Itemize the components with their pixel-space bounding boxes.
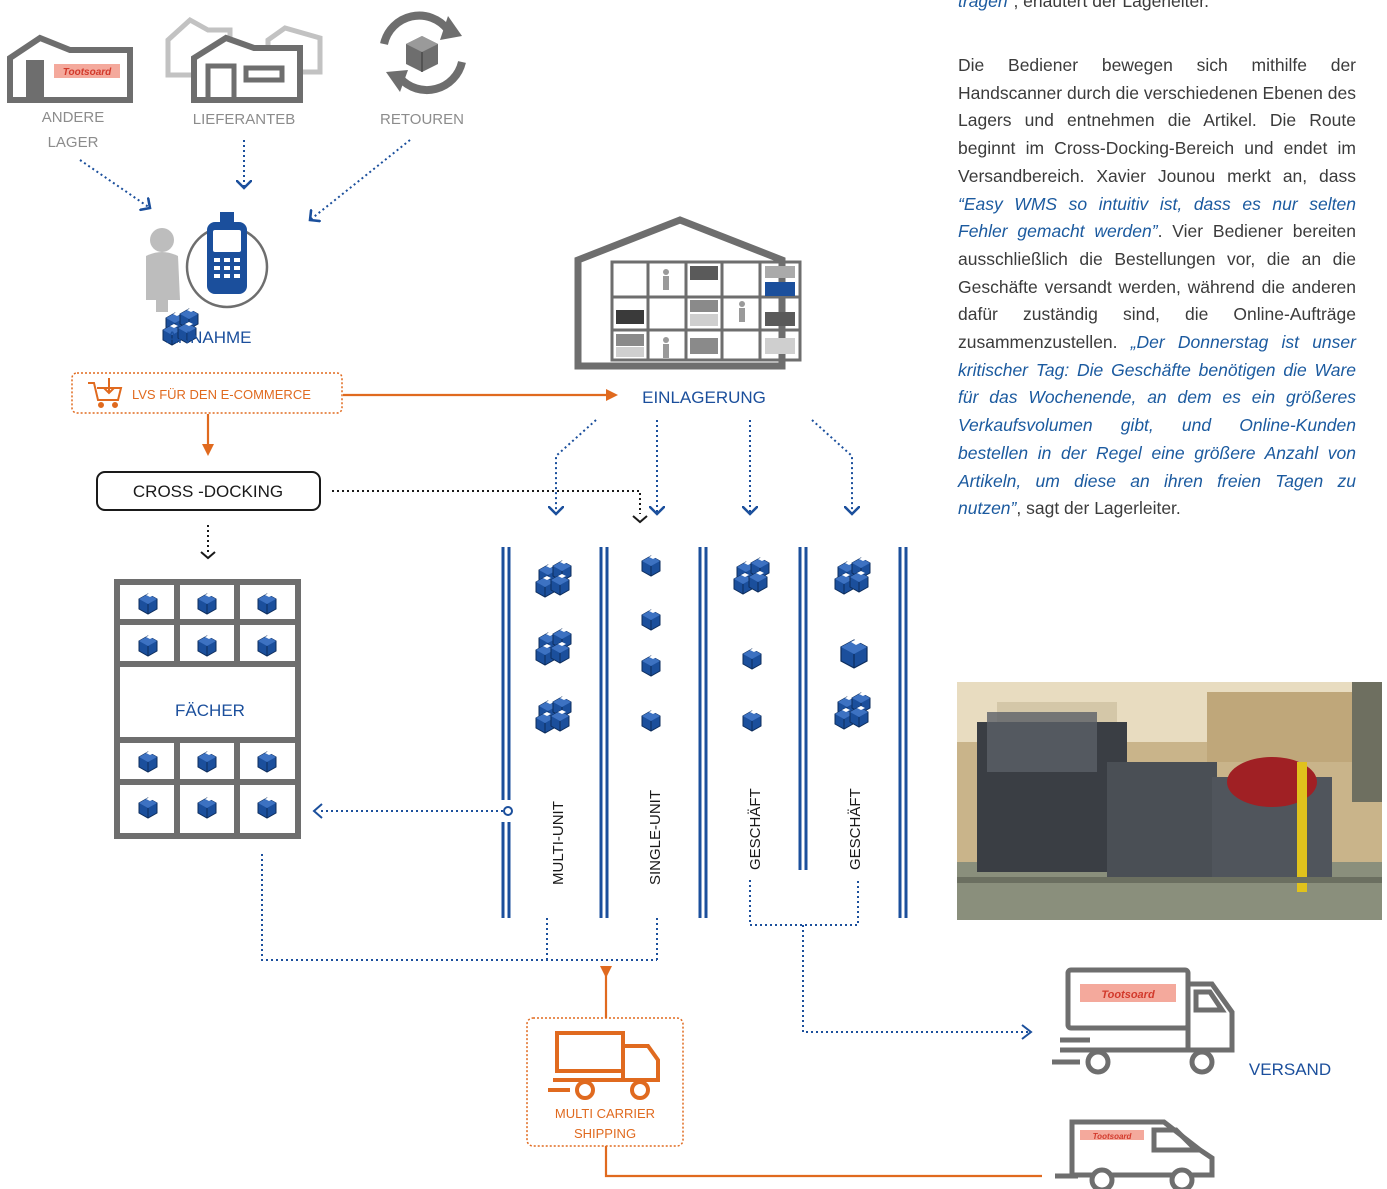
label-other-warehouse-line2: LAGER <box>48 134 99 151</box>
delivery-van-icon <box>1055 1119 1215 1189</box>
label-storage: EINLAGERUNG <box>642 388 766 407</box>
storage-building-icon <box>574 216 802 370</box>
storage-to-lanes-arrows <box>556 419 852 514</box>
article-quote-1: “Easy WMS so intuitiv ist, dass es nur s… <box>958 193 1356 242</box>
label-multi-carrier-line1: MULTI CARRIER <box>555 1106 655 1121</box>
lane-boxes <box>536 554 870 733</box>
article-text: Die Bediener bewegen sich mithilfe der H… <box>958 52 1356 523</box>
other-warehouse-icon: Tootsoard <box>7 34 133 103</box>
article-text-3: , sagt der Lagerleiter. <box>1016 498 1181 519</box>
bottom-flow-lines <box>261 854 1028 1033</box>
label-suppliers: LIEFERANTEB <box>193 111 296 128</box>
article-text-1: Die Bediener bewegen sich mithilfe der H… <box>958 55 1356 186</box>
lane-separators <box>501 547 908 918</box>
lead-rest: , erläutert der Lagerleiter. <box>1013 0 1209 11</box>
label-cross-docking: CROSS -DOCKING <box>133 482 283 501</box>
lead-quote: tragen” <box>958 0 1014 11</box>
delivery-truck-icon <box>548 1031 660 1100</box>
cross-docking-box <box>96 471 321 511</box>
logo-text: Tootsoard <box>63 67 112 78</box>
shipping-truck-icon <box>1052 967 1235 1075</box>
logo-text-van: Tootsoard <box>1093 1132 1133 1141</box>
label-receiving: ANNAHME <box>166 328 251 347</box>
logo-text-truck: Tootsoard <box>1101 989 1155 1001</box>
label-other-warehouse-line1: ANDERE <box>42 109 105 126</box>
slots-grid <box>114 579 301 839</box>
warehouse-photo <box>957 682 1382 920</box>
lane-label-store-1: GESCHÄFT <box>747 788 764 870</box>
article-text-2: . Vier Bediener bereiten ausschließlich … <box>958 221 1357 353</box>
cart-download-icon <box>88 378 123 408</box>
label-returns: RETOUREN <box>380 111 464 128</box>
article-quote-2: „Der Donnerstag ist unser kritischer Tag… <box>958 332 1356 519</box>
person-icon <box>146 228 180 312</box>
article-lead: tragen”, erläutert der Lagerleiter. <box>958 0 1356 16</box>
label-slots: FÄCHER <box>175 701 245 720</box>
handheld-scanner-icon <box>185 212 269 309</box>
suppliers-warehouse-icon <box>165 16 323 103</box>
lane-label-single-unit: SINGLE-UNIT <box>647 790 664 885</box>
article-paragraph: Die Bediener bewegen sich mithilfe der H… <box>958 52 1356 523</box>
label-shipping: VERSAND <box>1249 1060 1331 1079</box>
lane-label-store-2: GESCHÄFT <box>847 788 864 870</box>
lane-label-multi-unit: MULTI-UNIT <box>550 801 567 885</box>
label-multi-carrier-line2: SHIPPING <box>574 1126 636 1141</box>
wms-box <box>71 372 343 414</box>
label-wms: LVS FÜR DEN E-COMMERCE <box>132 387 311 402</box>
returns-cycle-icon <box>380 11 466 95</box>
source-arrows <box>79 139 411 220</box>
